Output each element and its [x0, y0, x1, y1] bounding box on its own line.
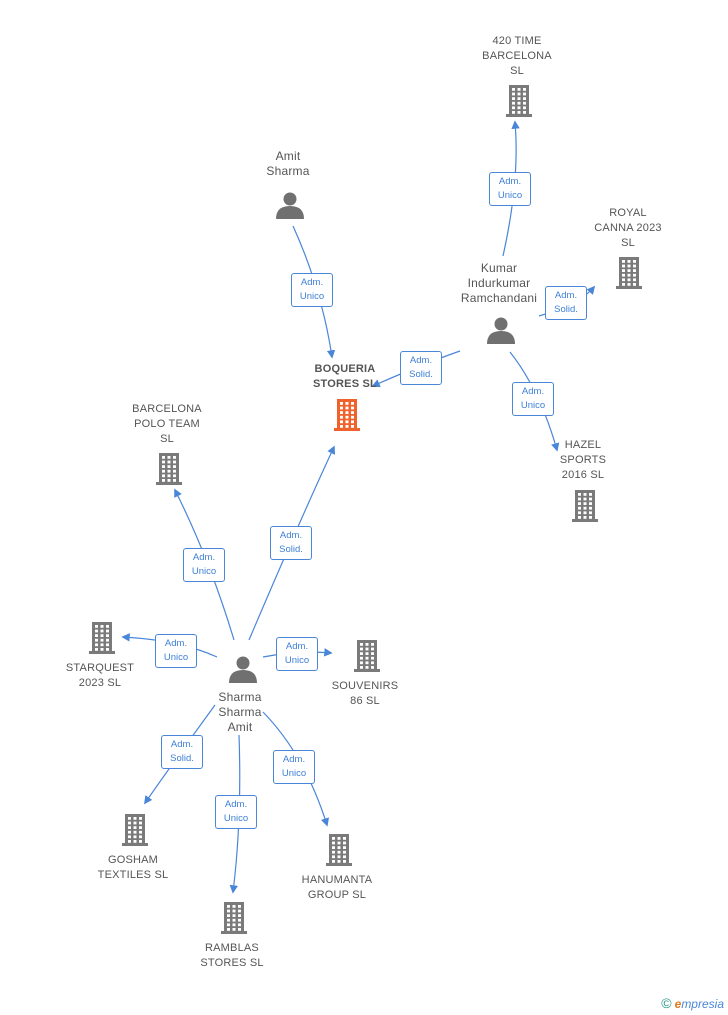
- building-icon-gosham[interactable]: [122, 814, 148, 846]
- building-icon-hanumanta[interactable]: [326, 834, 352, 866]
- person-icon-ssa[interactable]: [229, 656, 257, 684]
- brand-initial: e: [674, 997, 682, 1011]
- node-label-kumar[interactable]: Kumar Indurkumar Ramchandani: [460, 261, 538, 305]
- copyright-icon: ©: [661, 995, 672, 1011]
- building-icon-souvenirs[interactable]: [354, 640, 380, 672]
- edge-label-amit-to-boqueria[interactable]: Adm. Unico: [291, 273, 333, 307]
- edge-label-kumar-to-t420[interactable]: Adm. Unico: [489, 172, 531, 206]
- node-label-hazel[interactable]: HAZEL SPORTS 2016 SL: [559, 439, 607, 481]
- building-icon-bpt[interactable]: [156, 453, 182, 485]
- node-label-ssa[interactable]: Sharma Sharma Amit: [218, 690, 262, 734]
- icons-layer: [89, 85, 642, 934]
- edge-label-ssa-to-bpt[interactable]: Adm. Unico: [183, 548, 225, 582]
- focus-building-icon-boqueria[interactable]: [334, 399, 360, 431]
- building-icon-t420[interactable]: [506, 85, 532, 117]
- edge-label-ssa-to-starquest[interactable]: Adm. Unico: [155, 634, 197, 668]
- person-icon-kumar[interactable]: [487, 317, 515, 345]
- edge-label-ssa-to-boqueria[interactable]: Adm. Solid.: [270, 526, 312, 560]
- edge-label-kumar-to-boqueria[interactable]: Adm. Solid.: [400, 351, 442, 385]
- edges-layer: [121, 120, 596, 894]
- building-icon-starquest[interactable]: [89, 622, 115, 654]
- building-icon-royal[interactable]: [616, 257, 642, 289]
- node-label-souvenirs[interactable]: SOUVENIRS 86 SL: [331, 680, 399, 707]
- node-label-hanumanta[interactable]: HANUMANTA GROUP SL: [301, 874, 373, 901]
- edge-label-kumar-to-hazel[interactable]: Adm. Unico: [512, 382, 554, 416]
- edge-label-ssa-to-gosham[interactable]: Adm. Solid.: [161, 735, 203, 769]
- brand-name: mpresia: [681, 997, 724, 1011]
- node-label-boqueria[interactable]: BOQUERIA STORES SL: [313, 363, 377, 390]
- node-label-t420[interactable]: 420 TIME BARCELONA SL: [482, 35, 552, 77]
- node-label-bpt[interactable]: BARCELONA POLO TEAM SL: [132, 403, 202, 445]
- node-label-ramblas[interactable]: RAMBLAS STORES SL: [200, 942, 264, 969]
- node-label-royal[interactable]: ROYAL CANNA 2023 SL: [594, 207, 662, 249]
- edge-label-ssa-to-ramblas[interactable]: Adm. Unico: [215, 795, 257, 829]
- edge-label-ssa-to-hanumanta[interactable]: Adm. Unico: [273, 750, 315, 784]
- brand-watermark: ©empresia: [661, 995, 724, 1011]
- node-label-gosham[interactable]: GOSHAM TEXTILES SL: [97, 854, 169, 881]
- node-label-starquest[interactable]: STARQUEST 2023 SL: [65, 662, 135, 689]
- edge-label-ssa-to-souvenirs[interactable]: Adm. Unico: [276, 637, 318, 671]
- person-icon-amit[interactable]: [276, 192, 304, 220]
- node-label-amit[interactable]: Amit Sharma: [266, 149, 310, 178]
- building-icon-hazel[interactable]: [572, 490, 598, 522]
- building-icon-ramblas[interactable]: [221, 902, 247, 934]
- edge-label-kumar-to-royal[interactable]: Adm. Solid.: [545, 286, 587, 320]
